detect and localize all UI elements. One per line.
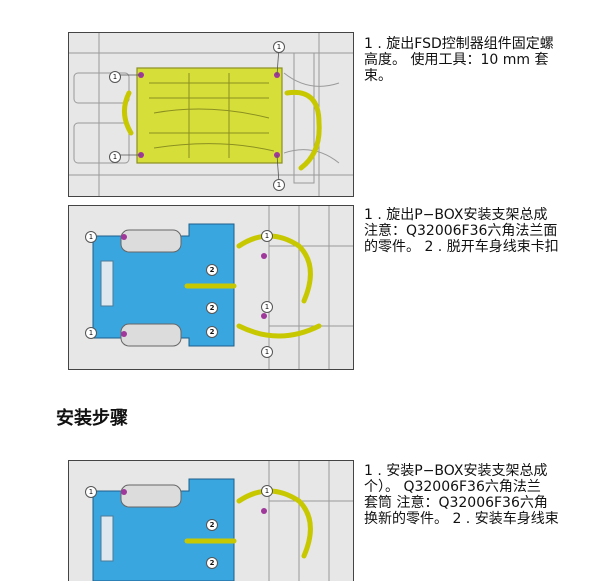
callout-1: 1 — [109, 71, 121, 83]
step2-line: 1 . 旋出P−BOX安装支架总成 — [364, 207, 548, 223]
callout-6: 2 — [206, 326, 218, 338]
callout-4: 2 — [206, 557, 218, 569]
callout-2: 1 — [261, 485, 273, 497]
step3-line: 套筒 注意：Q32006F36六角 — [364, 495, 548, 511]
callout-3: 1 — [261, 230, 273, 242]
figure-fsd-controller: 1 1 1 1 — [68, 32, 354, 197]
callout-2: 1 — [109, 151, 121, 163]
step1-line: 1 . 旋出FSD控制器组件固定螺 — [364, 36, 554, 52]
callout-1: 1 — [85, 486, 97, 498]
step2-line: 的零件。 2 . 脱开车身线束卡扣 — [364, 239, 559, 255]
callout-4: 1 — [273, 179, 285, 191]
callout-1: 1 — [85, 231, 97, 243]
callout-7: 1 — [261, 301, 273, 313]
figure-pbox-removal: 1 1 1 2 2 2 1 1 — [68, 205, 354, 370]
step1-description: 1 . 旋出FSD控制器组件固定螺 高度。 使用工具：10 mm 套 束。 — [364, 36, 601, 84]
fsd-illustration — [69, 33, 353, 196]
callout-8: 1 — [261, 346, 273, 358]
step3-line: 个）。 Q32006F36六角法兰 — [364, 479, 541, 495]
step2-line: 注意：Q32006F36六角法兰面 — [364, 223, 558, 239]
callout-3: 2 — [206, 519, 218, 531]
callout-4: 2 — [206, 264, 218, 276]
figure-pbox-install: 1 1 2 2 — [68, 460, 354, 581]
callout-5: 2 — [206, 302, 218, 314]
step1-line: 束。 — [364, 68, 392, 84]
callout-2: 1 — [85, 327, 97, 339]
step3-line: 换新的零件。 2 . 安装车身线束 — [364, 511, 559, 527]
section-heading: 安装步骤 — [56, 408, 128, 429]
callout-3: 1 — [273, 41, 285, 53]
step3-description: 1 . 安装P−BOX安装支架总成 个）。 Q32006F36六角法兰 套筒 注… — [364, 463, 601, 527]
step2-description: 1 . 旋出P−BOX安装支架总成 注意：Q32006F36六角法兰面 的零件。… — [364, 207, 601, 255]
pbox-illustration — [69, 206, 353, 369]
step3-line: 1 . 安装P−BOX安装支架总成 — [364, 463, 548, 479]
step1-line: 高度。 使用工具：10 mm 套 — [364, 52, 549, 68]
